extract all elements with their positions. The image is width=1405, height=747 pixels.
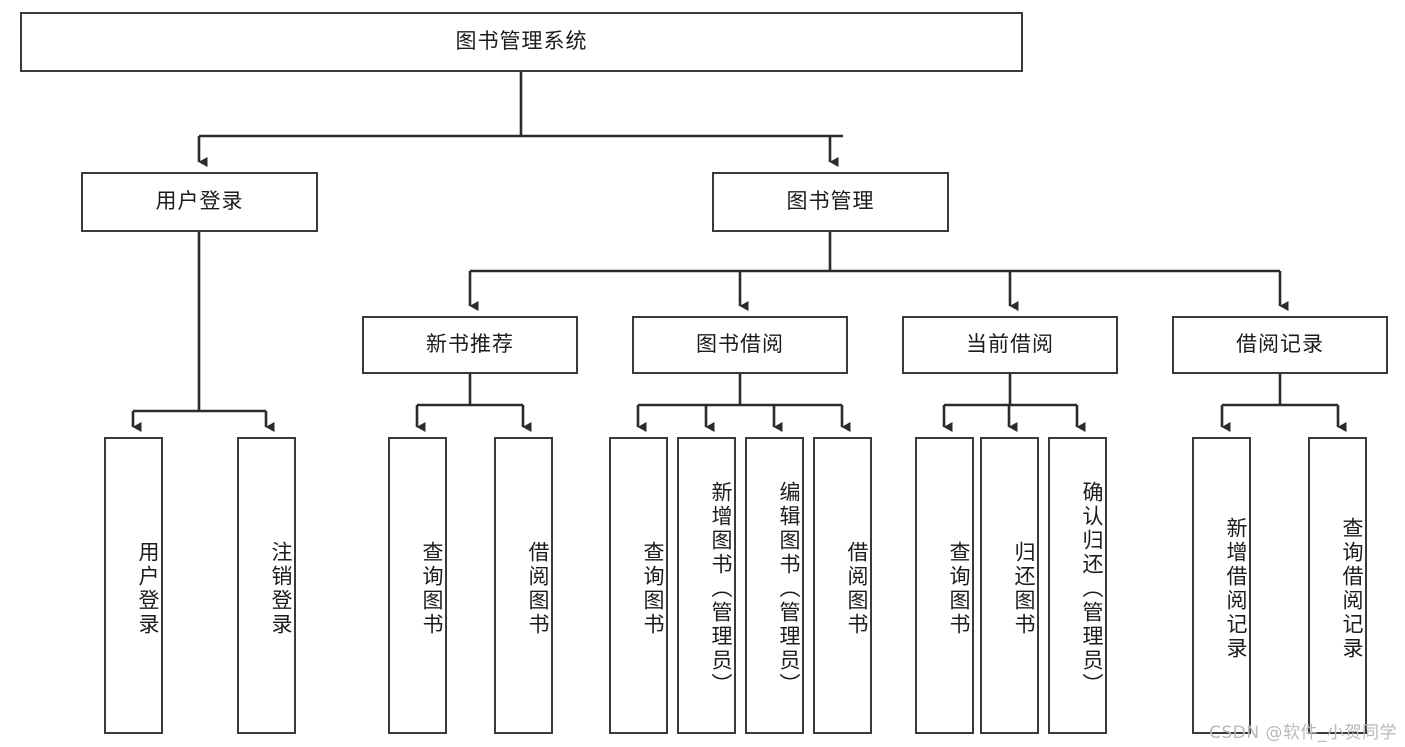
- leaf-user-login-login[interactable]: 用户登录: [104, 437, 163, 734]
- node-root-book-management-system[interactable]: 图书管理系统: [20, 12, 1023, 72]
- node-label: 确认归还（管理员）: [1080, 480, 1104, 697]
- node-new-book-recommendation[interactable]: 新书推荐: [362, 316, 578, 374]
- node-label: 图书借阅: [696, 332, 784, 357]
- node-label: 用户登录: [155, 189, 244, 214]
- node-book-management[interactable]: 图书管理: [712, 172, 949, 232]
- leaf-book-borrow-query-books[interactable]: 查询图书: [609, 437, 668, 734]
- node-label: 借阅图书: [845, 540, 869, 637]
- leaf-current-borrow-return-books[interactable]: 归还图书: [980, 437, 1039, 734]
- leaf-new-book-borrow-books[interactable]: 借阅图书: [494, 437, 553, 734]
- node-label: 归还图书: [1012, 540, 1036, 637]
- node-label: 图书管理: [786, 189, 875, 214]
- node-label: 借阅图书: [526, 540, 550, 637]
- leaf-current-borrow-confirm-return-admin[interactable]: 确认归还（管理员）: [1048, 437, 1107, 734]
- leaf-current-borrow-query-books[interactable]: 查询图书: [915, 437, 974, 734]
- node-borrowing-record[interactable]: 借阅记录: [1172, 316, 1388, 374]
- node-current-borrowing[interactable]: 当前借阅: [902, 316, 1118, 374]
- node-label: 图书管理系统: [455, 29, 588, 54]
- leaf-book-borrow-edit-book-admin[interactable]: 编辑图书（管理员）: [745, 437, 804, 734]
- node-book-borrowing[interactable]: 图书借阅: [632, 316, 848, 374]
- leaf-user-login-logout[interactable]: 注销登录: [237, 437, 296, 734]
- leaf-book-borrow-add-book-admin[interactable]: 新增图书（管理员）: [677, 437, 736, 734]
- node-label: 查询图书: [947, 540, 971, 637]
- node-user-login[interactable]: 用户登录: [81, 172, 318, 232]
- connector-lines: [131, 72, 1347, 432]
- node-label: 注销登录: [269, 540, 293, 637]
- node-label: 当前借阅: [966, 332, 1054, 357]
- node-label: 查询图书: [420, 540, 444, 637]
- node-label: 新增图书（管理员）: [709, 480, 733, 697]
- node-label: 用户登录: [136, 540, 160, 637]
- leaf-new-book-query-books[interactable]: 查询图书: [388, 437, 447, 734]
- node-label: 借阅记录: [1236, 332, 1324, 357]
- csdn-watermark: CSDN @软件_小贺同学: [1209, 723, 1397, 743]
- leaf-book-borrow-borrow-books[interactable]: 借阅图书: [813, 437, 872, 734]
- node-label: 新书推荐: [426, 332, 514, 357]
- node-label: 查询图书: [641, 540, 665, 637]
- node-label: 查询借阅记录: [1340, 516, 1364, 661]
- node-label: 新增借阅记录: [1224, 516, 1248, 661]
- leaf-borrow-record-query-record[interactable]: 查询借阅记录: [1308, 437, 1367, 734]
- leaf-borrow-record-add-record[interactable]: 新增借阅记录: [1192, 437, 1251, 734]
- node-label: 编辑图书（管理员）: [777, 480, 801, 697]
